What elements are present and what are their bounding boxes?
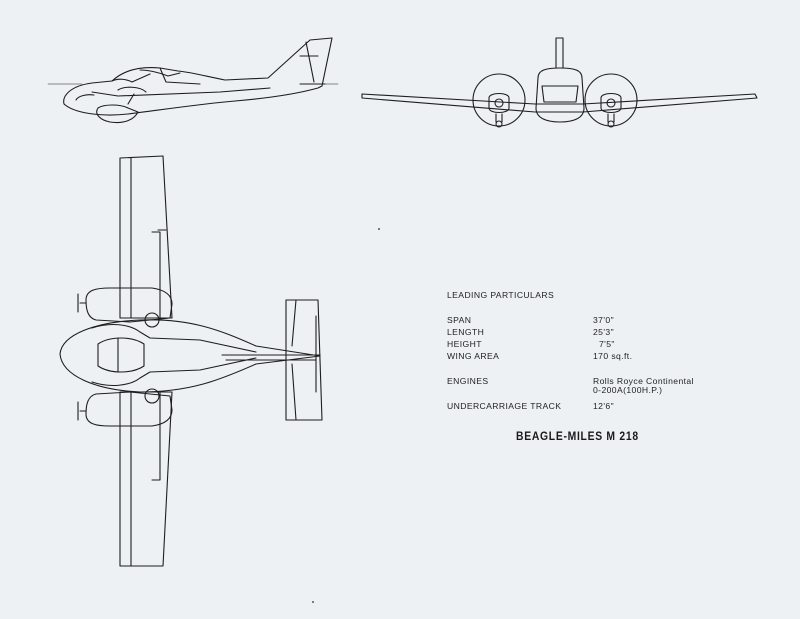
particular-row: SPAN 37'0" (447, 315, 717, 327)
particular-label: LENGTH (447, 327, 485, 337)
aircraft-title: BEAGLE-MILES M 218 (516, 431, 639, 443)
particulars-heading: LEADING PARTICULARS (447, 290, 555, 300)
particular-value-line2: 0-200A(100H.P.) (593, 385, 663, 395)
particular-label: ENGINES (447, 376, 489, 386)
particular-row: HEIGHT 7'5" (447, 339, 717, 351)
particular-row: UNDERCARRIAGE TRACK 12'6" (447, 401, 717, 413)
particular-label: SPAN (447, 315, 472, 325)
plan-view (59, 155, 323, 567)
particular-label: WING AREA (447, 351, 500, 361)
particular-value: 25'3" (593, 327, 615, 337)
particular-label: UNDERCARRIAGE TRACK (447, 401, 562, 411)
particular-row: LENGTH 25'3" (447, 327, 717, 339)
particular-value: Rolls Royce Continental (593, 376, 694, 386)
side-view (47, 37, 339, 124)
ink-speck (312, 601, 314, 603)
front-view (361, 37, 758, 128)
particular-label: HEIGHT (447, 339, 482, 349)
particular-value: 7'5" (599, 339, 615, 349)
particular-value: 12'6" (593, 401, 615, 411)
particular-row: WING AREA 170 sq.ft. (447, 351, 717, 363)
ink-speck (378, 228, 380, 230)
particular-row: ENGINES Rolls Royce Continental 0-200A(1… (447, 376, 717, 395)
particular-value: 170 sq.ft. (593, 351, 633, 361)
particular-value: 37'0" (593, 315, 615, 325)
